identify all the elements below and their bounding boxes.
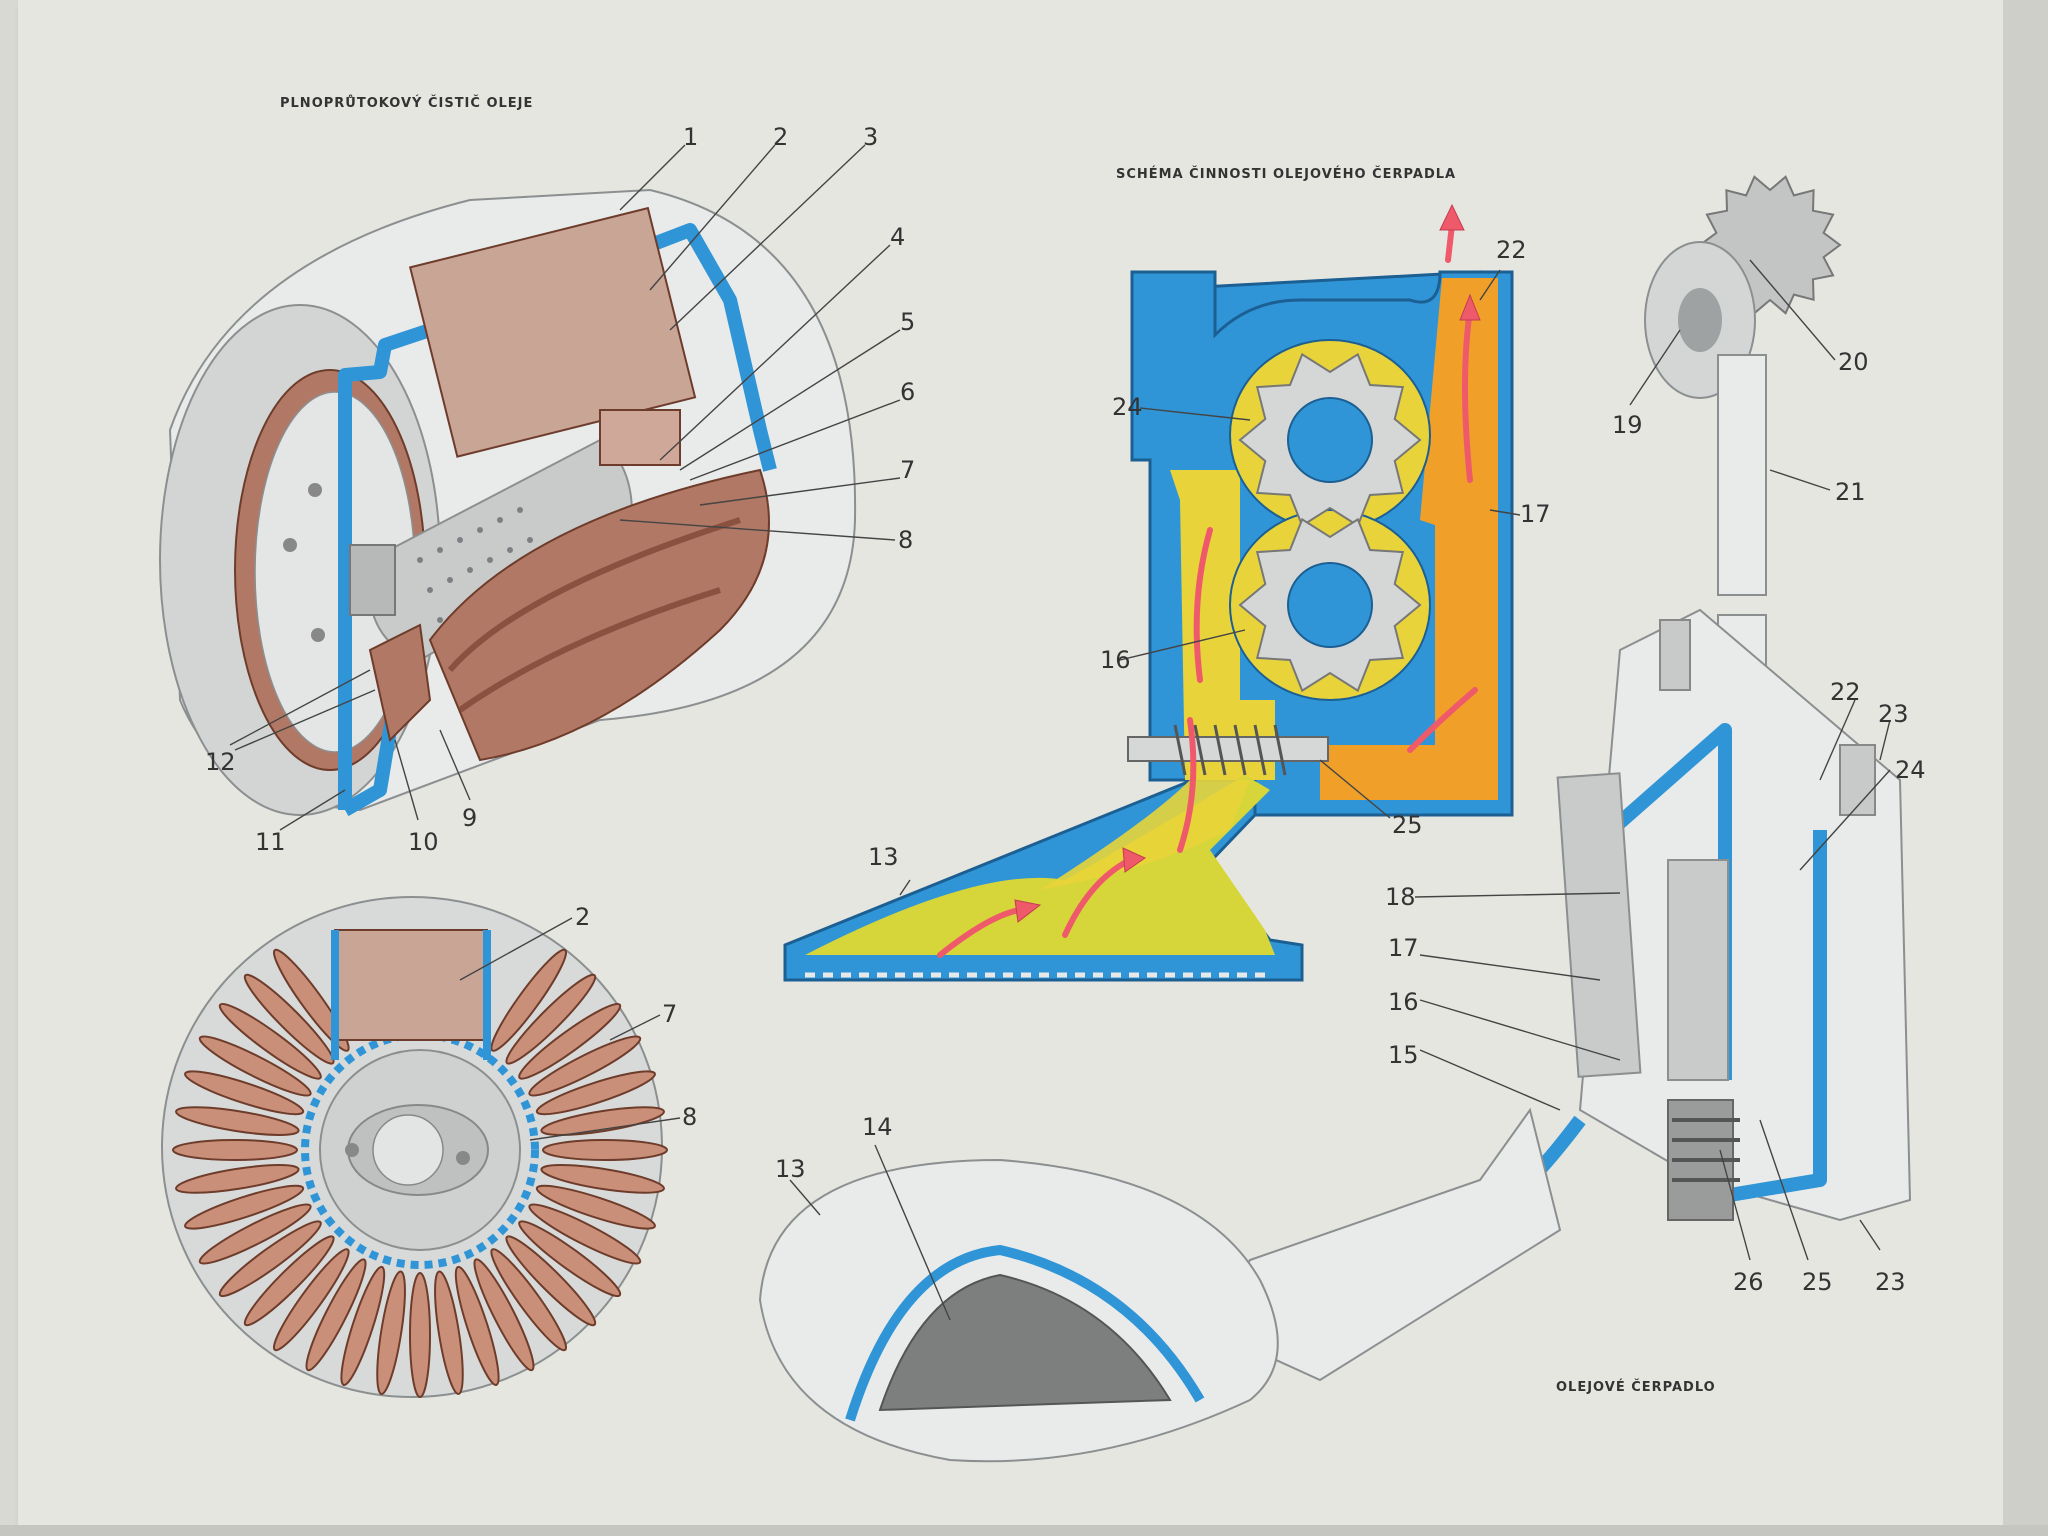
pump-callout-19: 19 xyxy=(1612,411,1643,439)
pump-scheme: 22 24 17 16 25 13 xyxy=(783,203,1551,982)
scheme-callout-16: 16 xyxy=(1100,646,1131,674)
callout-9: 9 xyxy=(462,804,477,832)
pump-callout-18: 18 xyxy=(1385,883,1416,911)
pump-callout-22: 22 xyxy=(1830,678,1861,706)
callout-8: 8 xyxy=(898,526,913,554)
section-callout-labels: 2 7 8 xyxy=(575,903,697,1131)
pump-callout-23-top: 23 xyxy=(1878,700,1909,728)
page-edge xyxy=(2003,0,2048,1536)
filter-callout-labels: 1 2 3 4 5 6 7 8 9 10 11 12 xyxy=(205,123,915,856)
scheme-callout-17: 17 xyxy=(1520,500,1551,528)
callout-12: 12 xyxy=(205,748,236,776)
callout-10: 10 xyxy=(408,828,439,856)
filter-cross-section: 2 7 8 xyxy=(161,896,697,1398)
scheme-callout-25: 25 xyxy=(1392,811,1423,839)
callout-7: 7 xyxy=(900,456,915,484)
filter-pleats xyxy=(172,948,668,1398)
callout-2: 2 xyxy=(773,123,788,151)
oil-filter-cutaway: 1 2 3 4 5 6 7 8 9 10 11 12 xyxy=(159,123,915,856)
scheme-callout-13: 13 xyxy=(868,843,899,871)
scheme-callout-labels: 22 24 17 16 25 13 xyxy=(868,236,1551,871)
pump-callout-24: 24 xyxy=(1895,756,1926,784)
scheme-title: SCHÉMA ČINNOSTI OLEJOVÉHO ČERPADLA xyxy=(1116,167,1457,182)
oil-pump-assembly: 20 19 21 22 23 24 18 17 16 15 14 13 26 2… xyxy=(758,175,1926,1463)
pump-callout-15: 15 xyxy=(1388,1041,1419,1069)
pump-title: OLEJOVÉ ČERPADLO xyxy=(1556,1380,1716,1395)
callout-3: 3 xyxy=(863,123,878,151)
scheme-callout-22: 22 xyxy=(1496,236,1527,264)
pump-callout-14: 14 xyxy=(862,1113,893,1141)
section-callout-8: 8 xyxy=(682,1103,697,1131)
pump-callout-16: 16 xyxy=(1388,988,1419,1016)
callout-11: 11 xyxy=(255,828,286,856)
pump-callout-25: 25 xyxy=(1802,1268,1833,1296)
pump-callout-21: 21 xyxy=(1835,478,1866,506)
pump-callout-labels: 20 19 21 22 23 24 18 17 16 15 14 13 26 2… xyxy=(775,348,1926,1296)
callout-6: 6 xyxy=(900,378,915,406)
callout-1: 1 xyxy=(683,123,698,151)
page-bottom-edge xyxy=(0,1525,2048,1536)
pump-callout-17: 17 xyxy=(1388,934,1419,962)
pump-callout-26: 26 xyxy=(1733,1268,1764,1296)
section-callout-2: 2 xyxy=(575,903,590,931)
section-callout-7: 7 xyxy=(662,1000,677,1028)
pump-callout-23-bottom: 23 xyxy=(1875,1268,1906,1296)
callout-5: 5 xyxy=(900,308,915,336)
scheme-callout-24: 24 xyxy=(1112,393,1143,421)
callout-4: 4 xyxy=(890,223,905,251)
filter-title: PLNOPRŮTOKOVÝ ČISTIČ OLEJE xyxy=(280,96,534,111)
pump-callout-13: 13 xyxy=(775,1155,806,1183)
pump-callout-20: 20 xyxy=(1838,348,1869,376)
